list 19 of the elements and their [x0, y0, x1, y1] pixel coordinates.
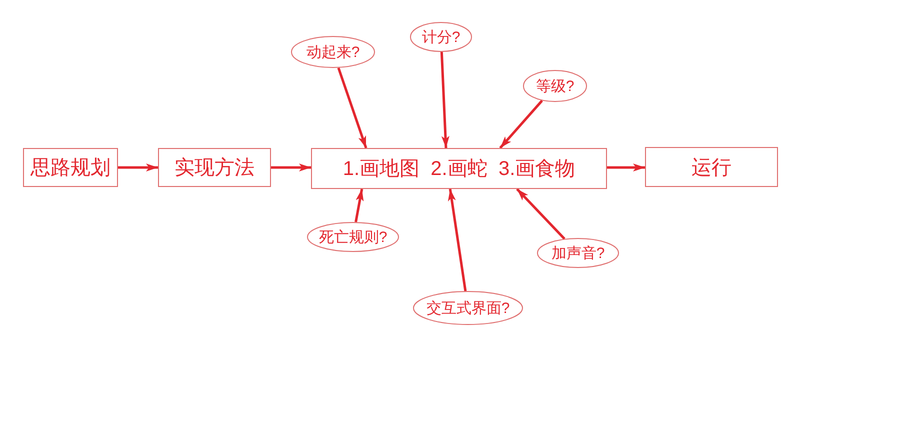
- arrow: [440, 52, 450, 148]
- arrow: [607, 164, 645, 172]
- arrow: [271, 164, 311, 172]
- question-ellipse: 交互式界面?: [413, 291, 523, 325]
- arrow: [448, 188, 467, 292]
- question-ellipse: 计分?: [410, 22, 472, 52]
- arrow: [118, 164, 158, 172]
- question-ellipse: 等级?: [523, 70, 587, 102]
- process-box: 运行: [645, 147, 778, 187]
- question-ellipse: 动起来?: [291, 36, 375, 68]
- question-ellipse: 死亡规则?: [307, 222, 399, 252]
- process-box: 实现方法: [158, 148, 271, 187]
- arrow: [337, 67, 368, 148]
- arrow: [499, 100, 543, 149]
- arrow: [516, 188, 566, 240]
- process-box: 1.画地图 2.画蛇 3.画食物: [311, 148, 607, 189]
- arrow: [354, 188, 364, 222]
- question-ellipse: 加声音?: [537, 238, 619, 268]
- process-box: 思路规划: [23, 148, 118, 187]
